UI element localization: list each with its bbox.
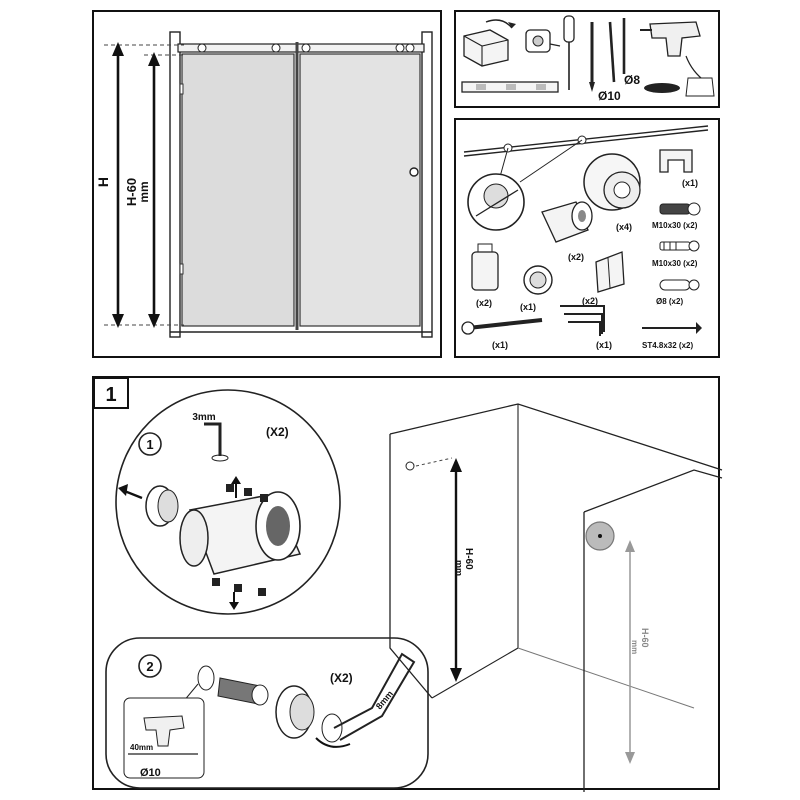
wall-plug-icon — [659, 279, 700, 291]
detail-1-count: (X2) — [266, 425, 289, 439]
overview-panel: H H-60 mm — [92, 10, 442, 358]
pencil-icon — [589, 22, 595, 92]
guide-ring-icon — [523, 265, 553, 295]
screwdriver-icon — [563, 15, 575, 90]
sleeve-connector-icon — [541, 201, 593, 243]
step1-panel: 1 1 3mm (X2) — [92, 376, 723, 792]
drill-bit-size-label: Ø10 — [140, 767, 161, 779]
detail-2-count: (X2) — [330, 671, 353, 685]
drill-bit-10-label: Ø10 — [598, 89, 621, 103]
sleeve-quantity: (x2) — [568, 252, 584, 262]
bracket-quantity: (x2) — [582, 296, 598, 306]
tools-panel: Ø8 Ø10 — [454, 10, 720, 108]
wood-screw-icon — [642, 322, 702, 334]
wall2-height-label: H-60 — [640, 628, 650, 648]
spanner-icon — [461, 318, 543, 335]
parts-panel: (x4) (x1) M10x30 (x2) M10x30 (x2) (x2) — [454, 118, 720, 358]
bolt-m10-quantity-a: M10x30 (x2) — [652, 221, 698, 230]
power-drill-icon — [640, 21, 715, 97]
hex-keys-icon — [560, 305, 605, 336]
sliding-glass-panel — [299, 53, 421, 327]
threaded-stud-detail — [217, 677, 269, 706]
height-unit-label: mm — [137, 181, 151, 202]
roller-wheel-icon — [583, 153, 641, 211]
shower-overview-drawing: H H-60 mm — [95, 31, 433, 338]
roller-quantity: (x4) — [616, 222, 632, 232]
detail-1-number: 1 — [146, 437, 153, 452]
screw-quantity: ST4.8x32 (x2) — [642, 341, 693, 350]
hex-keys-quantity: (x1) — [596, 340, 612, 350]
bottle-quantity: (x2) — [476, 298, 492, 308]
detail-2-number: 2 — [146, 659, 153, 674]
ring-quantity: (x1) — [520, 302, 536, 312]
wall-height-unit: mm — [454, 560, 464, 576]
end-clip-icon — [659, 149, 693, 173]
wall-height-label: H-60 — [463, 548, 474, 570]
bolt-m10-quantity-b: M10x30 (x2) — [652, 259, 698, 268]
end-clip-quantity: (x1) — [682, 178, 698, 188]
toolbox-icon — [463, 19, 516, 67]
detail-1-key-size: 3mm — [192, 412, 215, 423]
wall-plug-quantity: Ø8 (x2) — [656, 297, 683, 306]
end-cap-detail — [145, 485, 179, 527]
spanner-quantity: (x1) — [492, 340, 508, 350]
step-number: 1 — [105, 384, 116, 406]
drill-bit-8-label: Ø8 — [624, 73, 640, 87]
step1-drawing: 1 1 3mm (X2) — [93, 377, 723, 792]
fixed-glass-panel — [181, 53, 295, 327]
height-minus-60-label: H-60 — [124, 178, 139, 206]
bolt-m10-icon-b — [659, 240, 700, 252]
glass-bracket-icon — [595, 251, 625, 293]
height-label: H — [95, 177, 111, 187]
wall2-height-unit: mm — [630, 640, 639, 654]
parts-drawing: (x4) (x1) M10x30 (x2) M10x30 (x2) (x2) — [461, 125, 709, 350]
drill-depth-label: 40mm — [130, 743, 153, 752]
spirit-level-icon — [461, 81, 559, 93]
drill-bit-icon — [608, 18, 626, 83]
adhesive-bottle-icon — [471, 243, 499, 291]
bathroom-walls — [389, 403, 723, 792]
bolt-m10-icon — [659, 202, 701, 216]
tools-drawing: Ø8 Ø10 — [461, 15, 715, 103]
tape-measure-icon — [525, 29, 561, 53]
sleeve-connector-detail — [179, 491, 302, 575]
